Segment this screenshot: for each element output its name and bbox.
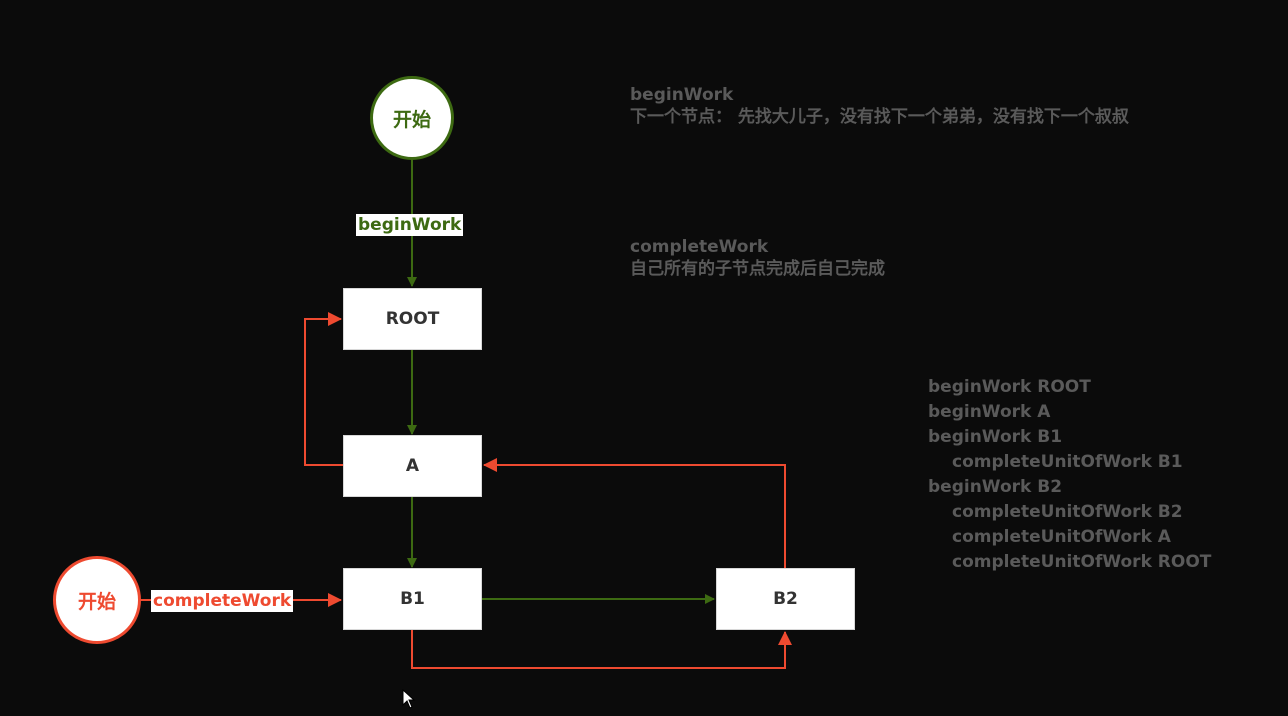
begin-work-note-title: beginWork: [630, 85, 734, 105]
sequence-item: completeUnitOfWork B2: [952, 502, 1183, 522]
mouse-cursor-icon: [402, 689, 416, 709]
sequence-item: beginWork B1: [928, 427, 1063, 447]
edge-a-to-root: [304, 312, 343, 466]
sequence-item: beginWork A: [928, 402, 1051, 422]
node-b1: B1: [344, 569, 481, 629]
start-begin-node: 开始: [370, 76, 454, 160]
start-complete-node: 开始: [53, 556, 141, 644]
sequence-item: beginWork B2: [928, 477, 1063, 497]
begin-work-note-desc: 下一个节点： 先找大儿子，没有找下一个弟弟，没有找下一个叔叔: [630, 107, 1129, 127]
node-a: A: [344, 436, 481, 496]
complete-work-note-desc: 自己所有的子节点完成后自己完成: [630, 259, 885, 279]
begin-work-note: beginWork 下一个节点： 先找大儿子，没有找下一个弟弟，没有找下一个叔叔: [630, 84, 1129, 128]
sequence-item: completeUnitOfWork ROOT: [952, 552, 1212, 572]
complete-work-note-title: completeWork: [630, 237, 769, 257]
complete-work-note: completeWork 自己所有的子节点完成后自己完成: [630, 236, 885, 280]
node-b1-label: B1: [400, 589, 425, 609]
complete-work-edge-label: completeWork: [151, 590, 294, 612]
work-sequence-list: beginWork ROOT beginWork A beginWork B1 …: [928, 375, 1211, 575]
node-root: ROOT: [344, 289, 481, 349]
sequence-item: beginWork ROOT: [928, 377, 1091, 397]
node-b2-label: B2: [773, 589, 798, 609]
edge-b1-to-b2-complete: [411, 630, 792, 669]
node-a-label: A: [405, 456, 420, 476]
node-root-label: ROOT: [385, 309, 440, 329]
sequence-item: completeUnitOfWork A: [952, 527, 1171, 547]
begin-work-edge-label: beginWork: [356, 214, 464, 236]
sequence-item: completeUnitOfWork B1: [952, 452, 1183, 472]
node-b2: B2: [717, 569, 854, 629]
edge-b2-to-a: [483, 458, 786, 568]
start-complete-label: 开始: [77, 590, 116, 613]
start-begin-label: 开始: [392, 108, 431, 131]
